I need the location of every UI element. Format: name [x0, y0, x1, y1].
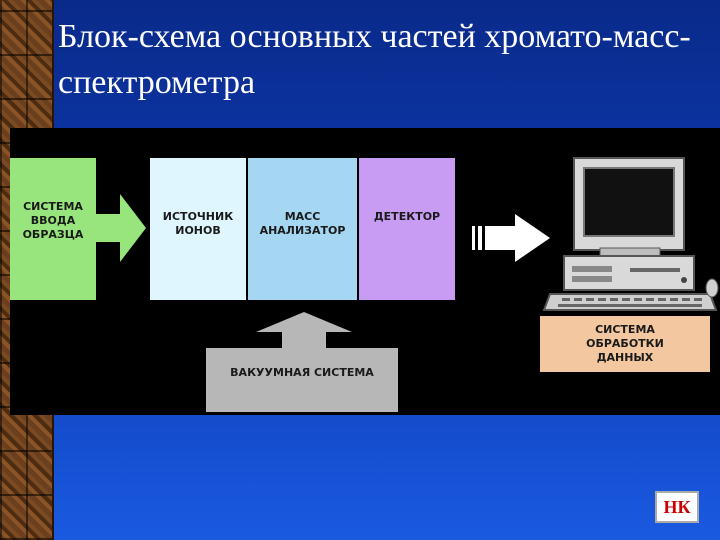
computer-icon [542, 157, 719, 311]
diagram-panel: СИСТЕМА ВВОДА ОБРАЗЦА ИСТОЧНИК ИОНОВ МАС… [10, 128, 720, 415]
slide-title: Блок-схема основных частей хромато-масс-… [58, 18, 691, 101]
ion-source-block: ИСТОЧНИК ИОНОВ [150, 158, 246, 300]
mass-analyzer-block: МАСС АНАЛИЗАТОР [248, 158, 357, 300]
data-processing-block: СИСТЕМА ОБРАБОТКИ ДАННЫХ [540, 316, 710, 372]
arrow-vacuum-up [256, 312, 352, 352]
detector-block: ДЕТЕКТОР [359, 158, 455, 300]
vacuum-system-block: ВАКУУМНАЯ СИСТЕМА [206, 348, 398, 412]
arrow-detector-to-computer [472, 214, 550, 262]
sample-input-block: СИСТЕМА ВВОДА ОБРАЗЦА [10, 158, 96, 300]
nav-button[interactable]: НК [655, 491, 699, 523]
arrow-input-to-source [96, 194, 146, 262]
